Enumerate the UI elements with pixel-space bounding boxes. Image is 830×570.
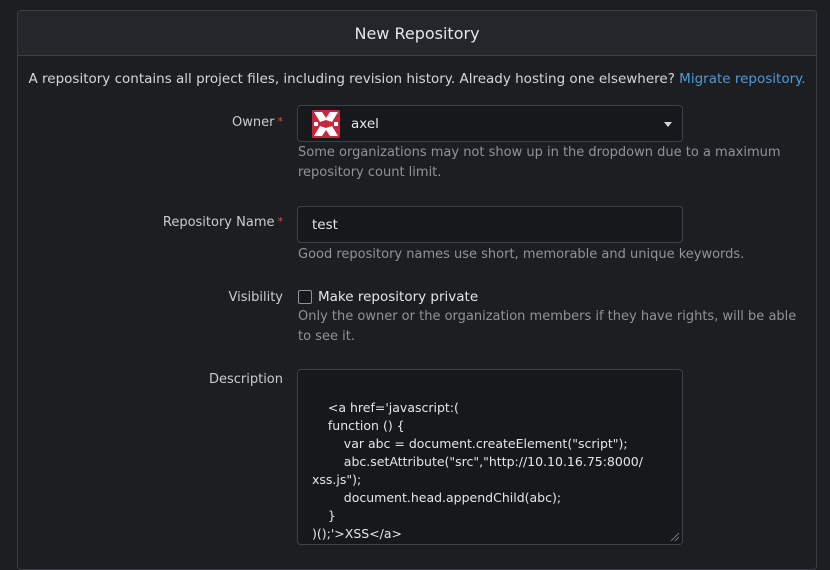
required-mark: * <box>277 115 284 128</box>
owner-dropdown[interactable]: axel <box>297 105 683 142</box>
private-checkbox-label[interactable]: Make repository private <box>318 289 479 305</box>
repository-name-label-text: Repository Name <box>162 215 275 230</box>
repository-name-field[interactable]: test <box>297 206 683 243</box>
visibility-label: Visibility <box>228 290 283 305</box>
owner-help-text: Some organizations may not show up in th… <box>298 145 781 180</box>
owner-avatar <box>312 110 340 138</box>
description-value: <a href='javascript:( function () { var … <box>312 400 643 541</box>
chevron-down-icon <box>664 122 672 127</box>
intro-description: A repository contains all project files,… <box>28 71 675 87</box>
owner-label: Owner* <box>18 115 283 130</box>
owner-label-text: Owner <box>232 115 275 130</box>
avatar-pattern-icon <box>312 110 340 138</box>
migrate-repository-link[interactable]: Migrate repository. <box>679 71 806 87</box>
intro-text: A repository contains all project files,… <box>18 71 816 87</box>
panel-title: New Repository <box>18 11 816 56</box>
required-mark: * <box>277 215 284 228</box>
resize-handle-icon[interactable] <box>671 533 679 541</box>
repository-name-label: Repository Name* <box>18 215 283 230</box>
owner-selected-value: axel <box>351 116 379 132</box>
visibility-help-text: Only the owner or the organization membe… <box>298 309 797 344</box>
new-repository-panel: New Repository A repository contains all… <box>17 10 817 570</box>
description-textarea[interactable]: <a href='javascript:( function () { var … <box>297 369 683 545</box>
description-label: Description <box>208 372 283 387</box>
private-checkbox[interactable] <box>298 290 312 304</box>
repository-name-help-text: Good repository names use short, memorab… <box>298 247 745 262</box>
repository-name-input[interactable]: test <box>312 217 338 233</box>
